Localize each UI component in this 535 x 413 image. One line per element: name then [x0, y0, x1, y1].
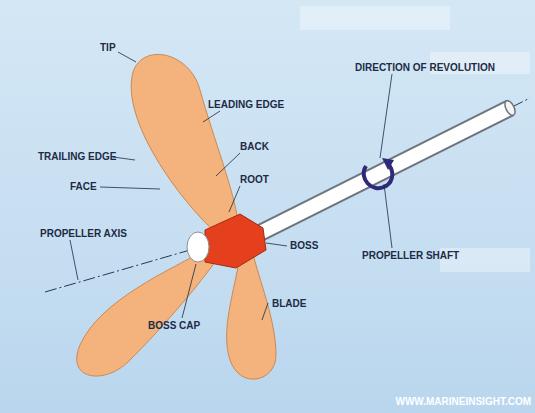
background-panels [300, 6, 530, 272]
annotation-label: DIRECTION OF REVOLUTION [355, 62, 495, 74]
part-label: BOSS [290, 240, 318, 252]
watermark: WWW.MARINEINSIGHT.COM [395, 396, 531, 408]
part-label: PROPELLER AXIS [40, 228, 127, 240]
leader-lines [70, 52, 392, 320]
part-label: BLADE [272, 298, 306, 310]
part-label: BOSS CAP [148, 320, 200, 332]
part-label: ROOT [240, 174, 269, 186]
rotation-arrow [364, 158, 394, 188]
part-label: BACK [240, 141, 269, 153]
part-label: TRAILING EDGE [38, 151, 116, 163]
axis-line [45, 98, 530, 292]
part-label: FACE [70, 181, 97, 193]
part-label: TIP [100, 42, 116, 54]
part-label: PROPELLER SHAFT [362, 250, 459, 262]
boss-cap [187, 232, 209, 262]
part-label: LEADING EDGE [208, 99, 284, 111]
propeller-shaft [250, 99, 517, 238]
boss [205, 214, 266, 268]
